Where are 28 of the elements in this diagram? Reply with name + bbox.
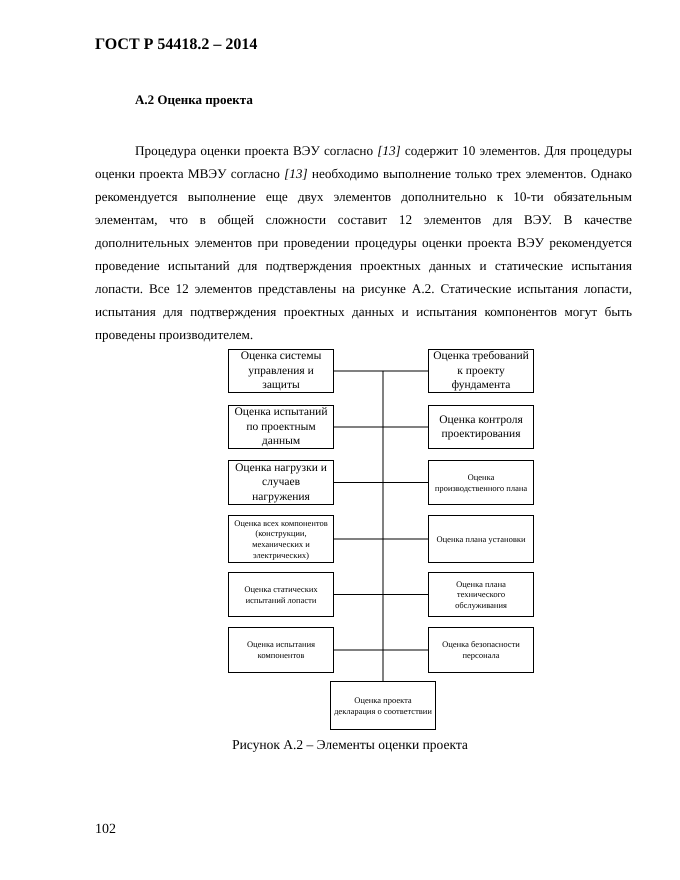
document-header: ГОСТ Р 54418.2 – 2014 <box>95 36 258 54</box>
process-box <box>428 627 534 673</box>
box-label: Оценка требований к проекту фундамента <box>432 349 530 393</box>
page-number: 102 <box>95 822 116 838</box>
process-box <box>330 681 436 730</box>
process-box <box>228 572 334 617</box>
process-box <box>428 405 534 449</box>
process-box <box>228 627 334 673</box>
process-box <box>428 515 534 563</box>
box-label: Оценка производственного плана <box>434 472 528 494</box>
process-box <box>228 349 334 393</box>
section-heading: А.2 Оценка проекта <box>135 92 253 108</box>
box-label: Оценка плана технического обслуживания <box>454 578 508 610</box>
box-label: Оценка системы управления и защиты <box>240 349 322 393</box>
box-label: Оценка испытаний по проектным данным <box>234 405 328 449</box>
box-label: Оценка всех компонентов (конструкции, механических и электрических) <box>233 518 329 560</box>
figure-caption: Рисунок А.2 – Элементы оценки проекта <box>231 737 469 753</box>
body-paragraph: Процедура оценки проекта ВЭУ согласно [13] содержит 10 элементов. Для процедуры оценки проекта МВЭУ согласно [13] необходимо выполнение только трех элементов. Однако рекомендуется выполнение еще двух элементов дополнительно к 10-ти обязательным элементам, что в общей сложности составит 12 элементов для ВЭУ. В качестве дополнительных элементов при проведении процедуры оценки проекта ВЭУ рекомендуется проведение испытаний для подтверждения проектных данных и статические испытания лопасти. Все 12 элементов представлены на рисунке А.2. Статические испытания лопасти, испытания для подтверждения проектных данных и испытания компонентов могут быть проведены производителем. <box>95 142 632 344</box>
box-label: Оценка плана установки <box>436 534 526 544</box>
box-label: Оценка испытания компонентов <box>246 639 316 661</box>
box-label: Оценка контроля проектирования <box>438 412 524 442</box>
box-label: Оценка проекта декларация о соответствии <box>334 694 432 716</box>
box-label: Оценка нагрузки и случаев нагружения <box>234 460 328 504</box>
process-box <box>428 460 534 505</box>
process-box <box>428 572 534 617</box>
connector-line <box>382 650 428 682</box>
box-label: Оценка безопасности персонала <box>441 639 521 661</box>
box-label: Оценка статических испытаний лопасти <box>243 584 319 606</box>
